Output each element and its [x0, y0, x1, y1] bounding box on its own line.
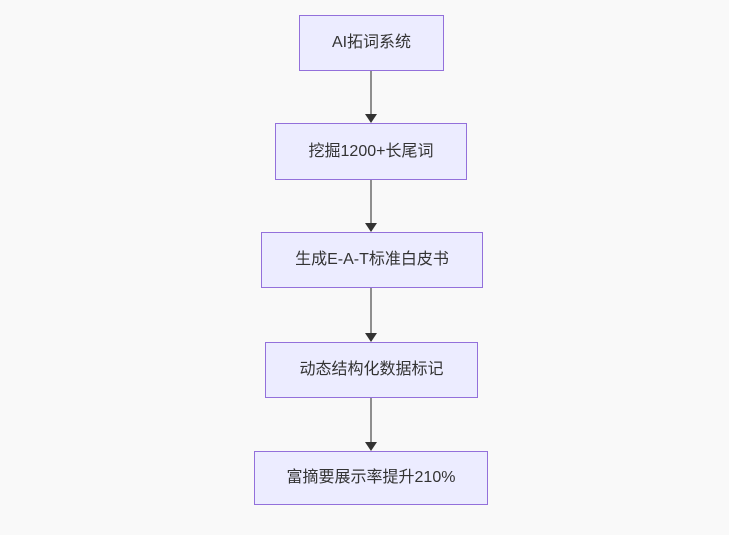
node-label: 富摘要展示率提升210% — [286, 469, 456, 487]
edge-line — [370, 398, 372, 442]
flowchart-node-structured-data: 动态结构化数据标记 — [265, 342, 478, 398]
flowchart-node-rich-snippet-result: 富摘要展示率提升210% — [254, 451, 488, 505]
node-label: 动态结构化数据标记 — [299, 361, 444, 379]
flowchart-node-ai-system: AI拓词系统 — [299, 15, 444, 71]
node-label: 挖掘1200+长尾词 — [308, 142, 434, 160]
edge-line — [370, 288, 372, 333]
arrow-down-icon — [365, 333, 377, 342]
node-label: 生成E-A-T标准白皮书 — [295, 251, 449, 269]
flowchart-node-longtail-keywords: 挖掘1200+长尾词 — [275, 123, 467, 180]
arrow-down-icon — [365, 442, 377, 451]
edge-line — [370, 71, 372, 114]
arrow-down-icon — [365, 223, 377, 232]
arrow-down-icon — [365, 114, 377, 123]
node-label: AI拓词系统 — [331, 34, 412, 52]
flowchart-node-eat-whitepaper: 生成E-A-T标准白皮书 — [261, 232, 483, 288]
edge-line — [370, 180, 372, 223]
